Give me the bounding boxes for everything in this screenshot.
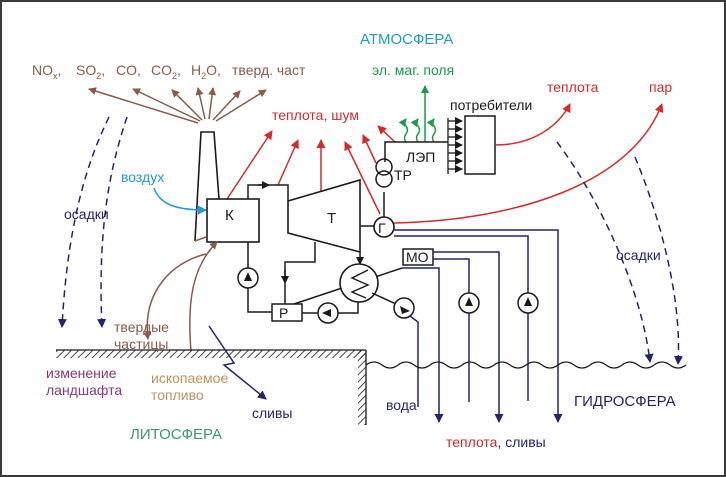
fuel-label-1: ископаемое xyxy=(151,370,228,386)
heat-arrow-pipe xyxy=(277,139,299,186)
ground-discharge-arrow xyxy=(208,325,267,400)
precipitation-left-label: осадки xyxy=(64,206,109,222)
consumer-heat-arrow xyxy=(494,103,571,146)
pump-arrow-icon xyxy=(524,297,532,306)
bleed-steam-pipe xyxy=(284,242,316,282)
emission-arrow xyxy=(208,87,217,120)
transformer-coil-upper xyxy=(375,158,393,176)
power-line-label: ЛЭП xyxy=(406,149,435,165)
emf-wave-arrow xyxy=(398,118,409,143)
precipitation-arrow xyxy=(634,156,684,365)
oil-cooler-label: МО xyxy=(406,249,429,265)
water-heat-discharge-label: теплота, сливы xyxy=(446,434,546,450)
oil-cooler-intake xyxy=(433,258,470,293)
ground-discharge-label: сливы xyxy=(252,405,293,421)
consumer-inputs xyxy=(447,117,463,174)
precipitation-arrow xyxy=(97,116,128,328)
regenerator-label: Р xyxy=(279,305,288,321)
emf-label: эл. маг. поля xyxy=(372,62,454,78)
solid-particles-label: тверд. част xyxy=(232,62,306,78)
condenser xyxy=(339,263,379,303)
chimney-base-link xyxy=(194,236,207,242)
steam-arrow xyxy=(393,103,664,224)
solids-label-2: частицы xyxy=(114,336,168,352)
steam-label: пар xyxy=(649,79,672,95)
precipitation-right xyxy=(556,141,684,365)
heat-arrow-generator xyxy=(344,141,381,215)
emission-arrow xyxy=(171,89,203,121)
consumers-box xyxy=(464,115,496,175)
shore-wall xyxy=(358,350,366,425)
emission-arrow xyxy=(88,87,199,124)
transformer-label: ТР xyxy=(394,167,412,183)
emission-arrow xyxy=(212,90,241,121)
heat-noise-label: теплота, шум xyxy=(272,107,359,123)
ground-surface xyxy=(56,350,366,358)
emission-arrow xyxy=(195,87,206,120)
emf-arrows xyxy=(398,85,437,143)
air-arrow xyxy=(153,187,207,215)
emf-wave-arrow xyxy=(410,118,421,143)
lithosphere-label: ЛИТОСФЕРА xyxy=(130,426,222,443)
emf-wave-arrow xyxy=(426,118,437,143)
generator-label: Г xyxy=(378,220,386,236)
fuel-arrow xyxy=(189,241,218,352)
precipitation-right-label: осадки xyxy=(616,247,661,263)
precipitation-arrow xyxy=(556,141,654,363)
pump-arrow-icon xyxy=(244,272,252,281)
boiler xyxy=(206,198,260,243)
fuel-label-2: топливо xyxy=(151,387,204,403)
condenser-coil-icon xyxy=(350,269,370,299)
condenser-intake-pipe xyxy=(409,315,419,407)
oil-cooler xyxy=(402,248,434,266)
heat-arrow-transformer xyxy=(362,134,377,164)
cooling-water-pipe xyxy=(371,292,397,305)
consumers-label: потребители xyxy=(450,97,532,113)
hydrosphere-label: ГИДРОСФЕРА xyxy=(574,393,676,410)
water-label: вода xyxy=(386,397,417,413)
emission-arrows xyxy=(88,87,267,124)
transformer-coil-lower xyxy=(375,170,393,188)
water-surface xyxy=(365,361,687,369)
so2-label: SO2, xyxy=(76,62,105,81)
emission-arrow xyxy=(132,88,201,122)
oil-cooler-discharge xyxy=(433,251,504,423)
generator-cooling-discharge xyxy=(394,229,563,423)
heat-arrow-line xyxy=(377,125,396,143)
emission-arrow xyxy=(215,89,267,122)
consumer-heat-label: теплота xyxy=(547,79,599,95)
co2-label: CO2, xyxy=(151,62,181,81)
landscape-label-1: изменение xyxy=(46,365,117,381)
atmosphere-label: АТМОСФЕРА xyxy=(360,31,453,48)
air-label: воздух xyxy=(121,169,164,185)
co-label: CO, xyxy=(116,62,141,78)
precipitation-arrow xyxy=(57,116,110,328)
chimney xyxy=(194,131,220,242)
power-line xyxy=(384,141,448,162)
precipitation-left xyxy=(57,116,128,328)
pump-arrow-icon xyxy=(400,306,410,314)
pump-arrow-icon xyxy=(465,297,473,306)
generator-cooling-intake xyxy=(394,235,529,293)
turbine xyxy=(287,178,361,254)
h2o-label: H2O, xyxy=(191,62,221,81)
water-pipes xyxy=(394,229,563,423)
nox-label: NOx, xyxy=(32,62,61,81)
feed-pipe-lower xyxy=(247,288,272,313)
condenser-discharge xyxy=(402,267,444,423)
solids-label-1: твердые xyxy=(114,319,169,335)
turbine-label: Т xyxy=(327,210,336,227)
landscape-label-2: ландшафта xyxy=(46,382,122,398)
solids-arrow xyxy=(143,253,207,340)
emissions-label: NOx, SO2, CO, CO2, H2O, тверд. част xyxy=(32,62,306,81)
boiler-label: К xyxy=(225,207,234,224)
heat-arrow-boiler xyxy=(226,130,273,200)
pump-arrow-icon xyxy=(322,309,331,317)
